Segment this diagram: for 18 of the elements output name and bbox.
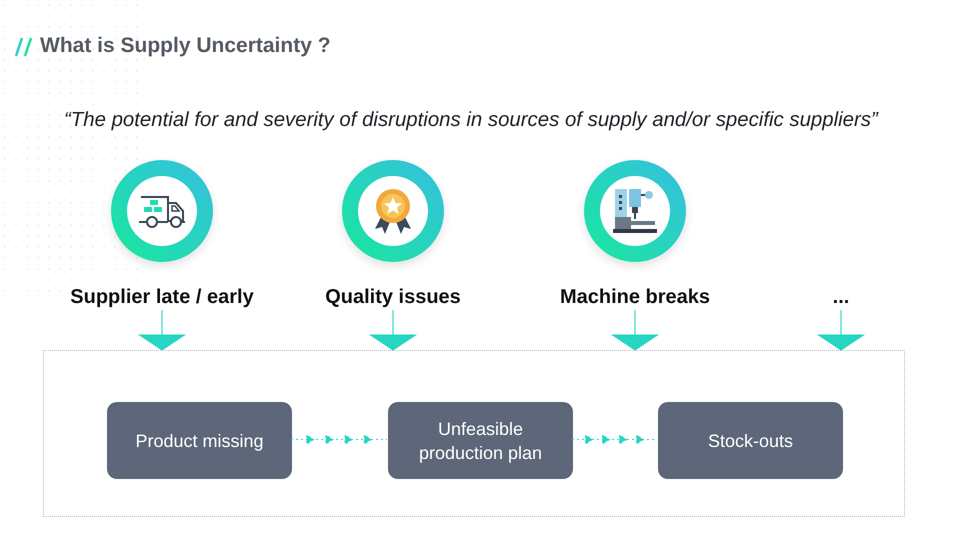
triangle-arrow [610,310,658,350]
cause-label: Supplier late / early [70,285,254,310]
dotted-frame [43,350,905,517]
slide-title: What is Supply Uncertainty ? [40,33,331,59]
process-label: Product missing [135,430,264,452]
process-box [107,402,292,479]
process-box [388,402,573,479]
triangle-arrow [816,310,864,350]
cause-label: Quality issues [325,285,461,310]
cause-label: Machine breaks [560,285,710,310]
triangle-arrow [368,310,416,350]
chevron-arrow [290,434,388,445]
process-label: Unfeasible production plan [418,418,544,464]
definition-quote: “The potential for and severity of disruptions in sources of supply and/or specific suppliers” [64,108,878,133]
process-label: Stock-outs [708,430,794,452]
ellipsis-label: ... [832,285,850,310]
triangle-arrow [138,310,185,350]
process-box [658,402,843,479]
